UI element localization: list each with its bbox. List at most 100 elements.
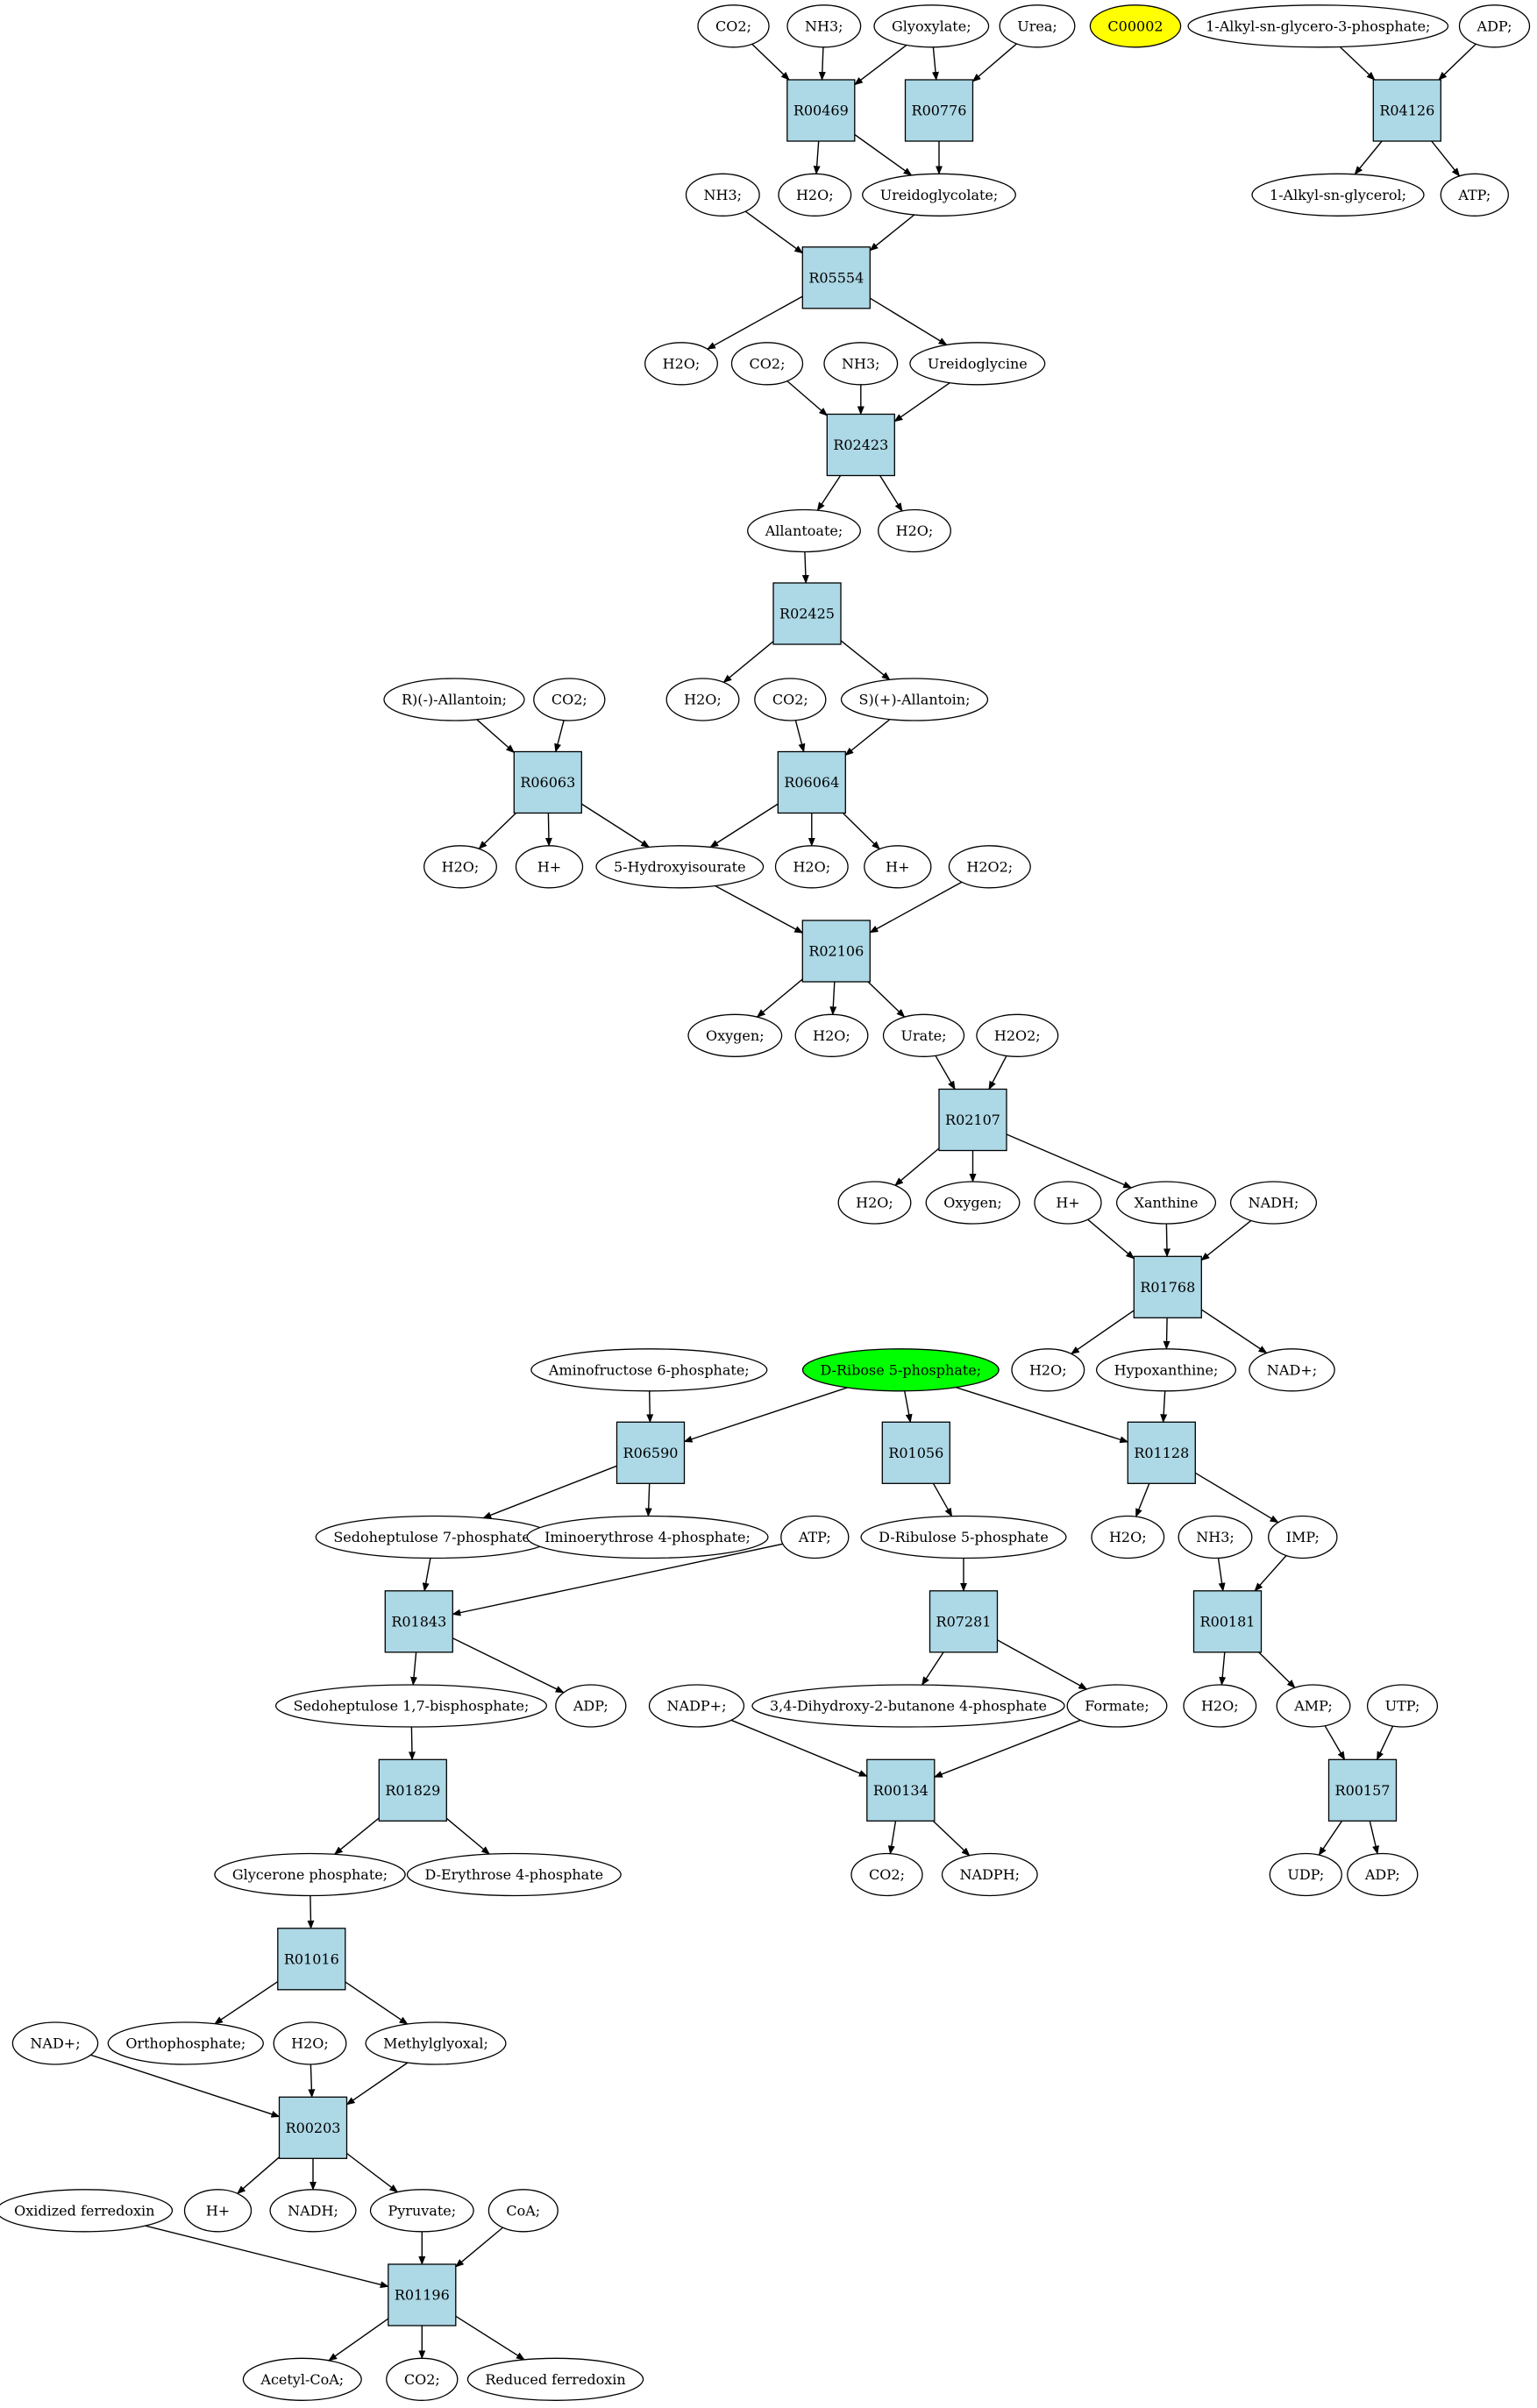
node-label: R04126: [1379, 103, 1434, 119]
edge-h2o2_1-to-R02106: [869, 881, 963, 934]
compound-node-nh3_2: NH3;: [685, 173, 760, 217]
compound-node-alkyl_g3p: 1-Alkyl-sn-glycero-3-phosphate;: [1187, 4, 1449, 48]
edge-amp-to-R00157: [1324, 1725, 1346, 1761]
node-label: Ureidoglycine: [928, 355, 1028, 372]
edge-R02106-to-h2o_7: [829, 981, 837, 1016]
compound-ellipse: [837, 1181, 912, 1225]
reaction-node-R01768: R01768: [1133, 1255, 1202, 1318]
reaction-box: [801, 246, 871, 309]
node-label: D-Ribulose 5-phosphate: [879, 1529, 1049, 1545]
node-label: Iminoerythrose 4-phosphate;: [544, 1529, 751, 1545]
edge-R05554-to-h2o_2: [707, 295, 803, 350]
compound-node-nh3_3: NH3;: [823, 342, 899, 386]
compound-ellipse: [1440, 173, 1509, 217]
compound-ellipse: [1187, 4, 1449, 48]
compound-node-h2o_4: H2O;: [665, 678, 740, 721]
compound-node-coa: CoA;: [487, 2189, 559, 2233]
node-label: R01056: [888, 1445, 943, 1461]
compound-ellipse: [273, 2021, 347, 2065]
node-label: R06590: [623, 1445, 679, 1461]
node-label: Acetyl-CoA;: [260, 2371, 344, 2388]
edge-nadplus_2-to-R00203: [90, 2054, 281, 2118]
node-label: H+: [886, 858, 909, 875]
node-label: R01128: [1134, 1445, 1189, 1461]
compound-node-nadplus_2: NAD+;: [11, 2021, 99, 2065]
compound-ellipse: [754, 678, 827, 721]
compound-ellipse: [976, 1013, 1059, 1057]
edge-atp_2-to-R01843: [452, 1543, 783, 1616]
compound-ellipse: [555, 1684, 627, 1728]
edge-R01056-to-ribulose5p: [932, 1482, 953, 1517]
compound-ellipse: [183, 2189, 253, 2233]
edge-ribose5p-to-R06590: [683, 1387, 848, 1443]
compound-node-oxidized_fd: Oxidized ferredoxin: [0, 2189, 174, 2233]
compound-ellipse: [1183, 1684, 1257, 1728]
compound-node-hplus_4: H+: [183, 2189, 253, 2233]
reaction-box: [1127, 1421, 1196, 1484]
compound-ellipse: [214, 1852, 406, 1897]
edge-R04126-to-atp_1: [1431, 140, 1461, 177]
edge-R01829-to-glycerone_p: [333, 1817, 380, 1855]
edge-R02425-to-h2o_4: [722, 641, 774, 684]
compound-ellipse: [406, 1852, 622, 1897]
edge-R06063-to-hplus_1: [544, 813, 552, 847]
compound-node-h2o_5: H2O;: [423, 845, 497, 889]
compound-ellipse: [1095, 1348, 1237, 1392]
compound-ellipse: [882, 1013, 965, 1057]
edge-R00469-to-ureidoglycolate: [854, 133, 913, 176]
reaction-node-R01196: R01196: [388, 2263, 457, 2326]
reaction-node-R01843: R01843: [384, 1590, 453, 1653]
node-label: H2O;: [442, 858, 480, 875]
edge-sedo17bp-to-R01829: [408, 1726, 416, 1761]
compound-node-hplus_2: H+: [864, 845, 932, 889]
compound-ellipse: [878, 508, 951, 553]
node-label: R07281: [936, 1613, 992, 1630]
node-label: NADPH;: [960, 1866, 1021, 1883]
compound-ellipse: [1034, 1181, 1102, 1225]
compound-ellipse: [487, 2189, 559, 2233]
node-label: ATP;: [798, 1529, 831, 1545]
compound-ellipse: [941, 1852, 1038, 1897]
node-label: ADP;: [1477, 18, 1512, 34]
reaction-box: [826, 413, 895, 477]
edge-R00181-to-h2o_11: [1219, 1652, 1227, 1686]
node-label: CoA;: [506, 2202, 540, 2219]
node-label: R02106: [808, 943, 864, 960]
node-label: D-Ribose 5-phosphate;: [820, 1361, 981, 1378]
compound-node-co2_4: CO2;: [754, 678, 827, 721]
node-label: Hypoxanthine;: [1114, 1361, 1219, 1378]
edge-R00157-to-udp: [1318, 1820, 1343, 1857]
reaction-box: [1192, 1590, 1263, 1653]
compound-node-amp: AMP;: [1276, 1684, 1351, 1728]
compound-node-co2_5: CO2;: [850, 1852, 923, 1897]
edge-R00181-to-amp: [1258, 1652, 1296, 1689]
node-label: R02423: [833, 437, 888, 453]
node-label: H2O;: [896, 522, 934, 539]
edge-co2_1-to-R00469: [751, 43, 790, 81]
edge-hypoxanthine-to-R01128: [1160, 1390, 1168, 1424]
node-label: NH3;: [1196, 1529, 1235, 1545]
compound-node-xanthine: Xanthine: [1115, 1181, 1217, 1225]
node-label: R00203: [286, 2120, 341, 2136]
node-label: Urea;: [1017, 18, 1057, 34]
compound-node-urate: Urate;: [882, 1013, 965, 1057]
compound-ellipse: [1269, 1852, 1342, 1897]
compound-node-hplus_3: H+: [1034, 1181, 1102, 1225]
reaction-box: [866, 1758, 936, 1822]
edge-methylglyoxal-to-R00203: [345, 2062, 409, 2106]
edge-R02423-to-allantoate: [816, 475, 842, 512]
edge-co2_4-to-R06064: [794, 720, 806, 753]
reaction-node-R07281: R07281: [929, 1590, 999, 1653]
compound-node-h2o_3: H2O;: [878, 508, 951, 553]
compound-ellipse: [1011, 1348, 1085, 1392]
reaction-node-R01128: R01128: [1127, 1421, 1196, 1484]
node-label: Glycerone phosphate;: [232, 1866, 388, 1883]
edge-R02425-to-s_allantoin: [840, 640, 891, 681]
edge-R06590-to-sedo7p: [482, 1465, 617, 1519]
compound-node-atp_2: ATP;: [780, 1515, 850, 1559]
node-label: H2O;: [813, 1027, 850, 1044]
compound-node-ureidoglycolate: Ureidoglycolate;: [862, 173, 1016, 217]
node-label: H2O;: [1201, 1698, 1239, 1715]
node-label: CO2;: [869, 1866, 905, 1883]
compound-ellipse: [1347, 1852, 1419, 1897]
